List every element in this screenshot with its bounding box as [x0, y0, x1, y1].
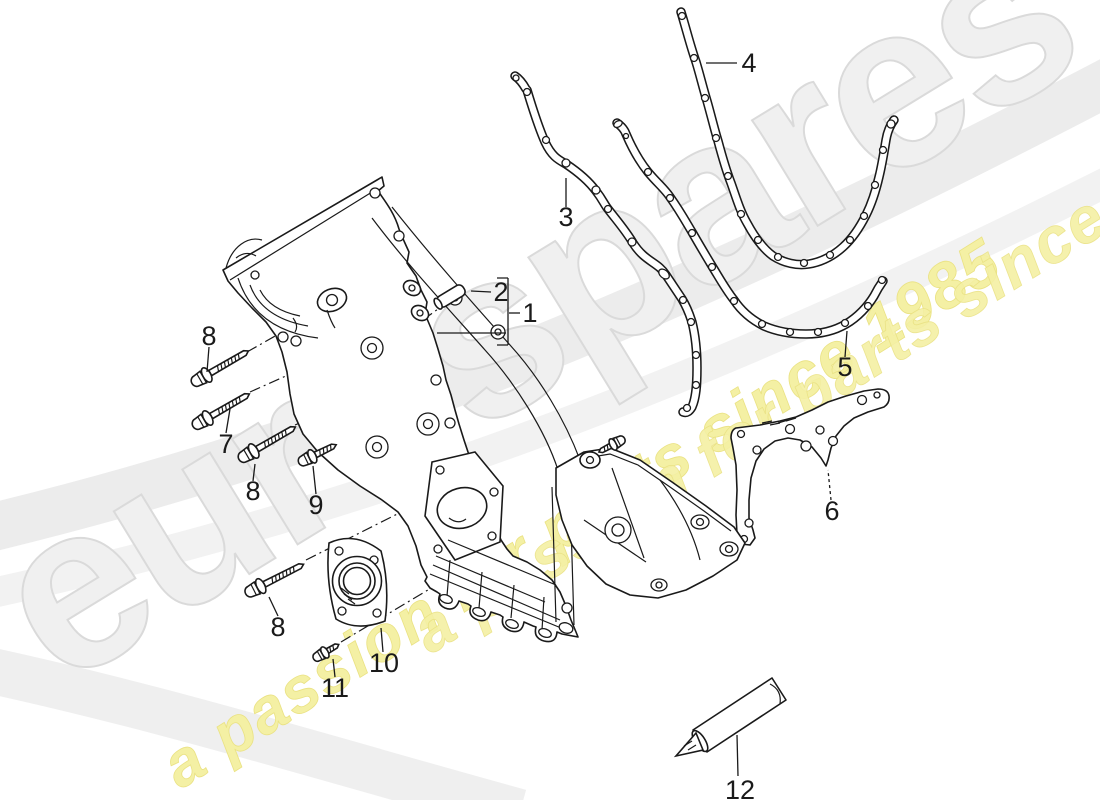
gasket-6 [730, 388, 890, 546]
callout-labels: 1 2 3 4 5 6 7 8 8 8 9 10 11 12 [201, 48, 852, 800]
dowel-pin [433, 284, 466, 310]
callout-1[interactable]: 1 [522, 298, 537, 328]
timing-chain-cover [222, 176, 746, 643]
gasket-5-holes [613, 119, 887, 337]
callout-3[interactable]: 3 [558, 202, 573, 232]
callout-1-bracket [437, 277, 520, 346]
cover-seal-plate [424, 451, 504, 561]
cover-stud-bolt [579, 432, 629, 469]
gasket-4-holes [677, 11, 896, 268]
callout-11[interactable]: 11 [321, 673, 349, 703]
callout-2[interactable]: 2 [493, 277, 508, 307]
swoosh-graphic [0, 59, 1100, 800]
callout-8b[interactable]: 8 [245, 476, 260, 506]
gasket-3 [510, 71, 702, 418]
sealant-tube [673, 677, 787, 758]
sealing-flange [327, 537, 388, 627]
callout-5[interactable]: 5 [837, 352, 852, 382]
gasket-5 [612, 118, 888, 339]
cover-boss [316, 287, 348, 329]
pan-rail-holes [439, 593, 574, 639]
callout-12[interactable]: 12 [725, 775, 755, 800]
gasket-3-holes [512, 74, 701, 413]
callout-8c[interactable]: 8 [270, 612, 285, 642]
callout-7[interactable]: 7 [218, 429, 233, 459]
gasket-6-holes [736, 391, 881, 544]
callout-4[interactable]: 4 [741, 48, 756, 78]
cover-washers [360, 336, 440, 459]
callout-9[interactable]: 9 [308, 490, 323, 520]
callout-10[interactable]: 10 [369, 648, 399, 678]
callout-6[interactable]: 6 [824, 496, 839, 526]
callout-8a[interactable]: 8 [201, 321, 216, 351]
gasket-4 [676, 7, 899, 270]
leader-lines [206, 62, 848, 777]
mount-console [555, 447, 746, 599]
